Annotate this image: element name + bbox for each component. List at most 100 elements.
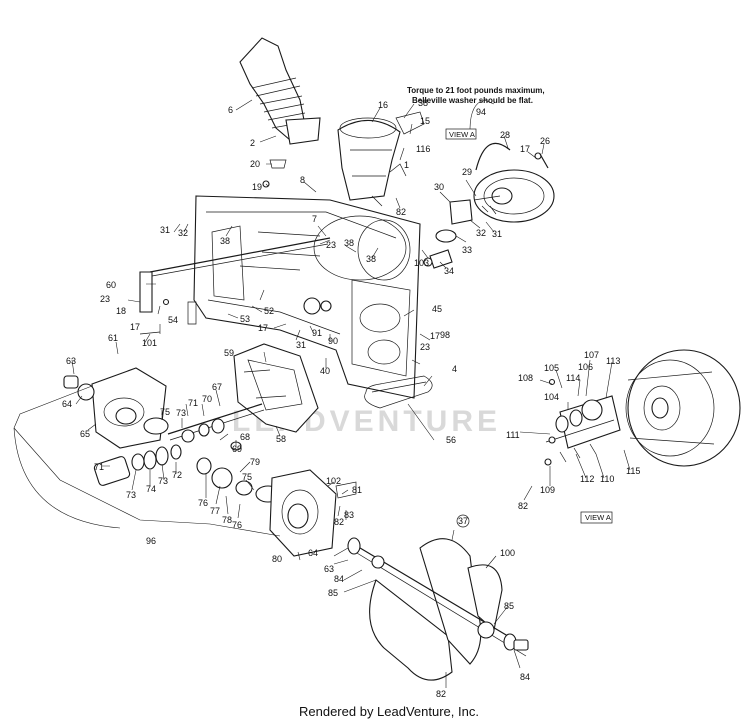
part-label: 4 [452, 364, 457, 374]
part-label: 31 [296, 340, 306, 350]
part-label: 109 [540, 485, 555, 495]
part-label: 58 [276, 434, 286, 444]
view-a-label-top: VIEW A [445, 128, 477, 140]
part-label: 82 [436, 689, 446, 699]
part-label: 94 [476, 107, 486, 117]
part-label: 74 [146, 484, 156, 494]
part-label: 31 [492, 229, 502, 239]
part-label: 45 [432, 304, 442, 314]
part-label: 76 [198, 498, 208, 508]
part-label: 38 [220, 236, 230, 246]
part-label: 70 [202, 394, 212, 404]
part-label: 100 [500, 548, 515, 558]
part-label: 83 [344, 510, 354, 520]
part-label: 73 [126, 490, 136, 500]
part-label: 82 [518, 501, 528, 511]
part-label: 63 [324, 564, 334, 574]
part-label: 71 [94, 462, 104, 472]
leader-lines [71, 99, 631, 688]
part-label: 23 [420, 342, 430, 352]
part-label: 91 [312, 328, 322, 338]
part-label: 34 [444, 266, 454, 276]
discharge-chute [239, 37, 321, 188]
part-label: 96 [146, 536, 156, 546]
part-label: 37 [458, 516, 468, 526]
part-label: 61 [108, 333, 118, 343]
part-label: 101 [142, 338, 157, 348]
part-label: 23 [100, 294, 110, 304]
part-label: 110 [600, 474, 614, 484]
part-label: 17 [430, 331, 440, 341]
part-label: 17 [130, 322, 140, 332]
part-label: 23 [326, 240, 336, 250]
part-label: 28 [500, 130, 510, 140]
part-label: 107 [584, 350, 599, 360]
group-bracket-96 [13, 385, 281, 537]
part-label: 115 [626, 466, 640, 476]
belt-assembly [364, 375, 433, 409]
part-label: 20 [250, 159, 260, 169]
part-label: 26 [540, 136, 550, 146]
part-label: 2 [250, 138, 255, 148]
part-label: 98 [440, 330, 450, 340]
part-label: 85 [328, 588, 338, 598]
part-label: 116 [416, 144, 430, 154]
part-label: 113 [606, 356, 620, 366]
part-label: 108 [518, 373, 533, 383]
part-label: 73 [158, 476, 168, 486]
part-label: 84 [334, 574, 344, 584]
part-label: 31 [160, 225, 170, 235]
support-bracket [139, 237, 331, 335]
part-label: 79 [250, 457, 260, 467]
part-label: 82 [396, 207, 406, 217]
part-label: 38 [366, 254, 376, 264]
pulley-assembly [423, 142, 555, 269]
part-label: 112 [580, 474, 594, 484]
part-label: 15 [420, 116, 430, 126]
part-label: 104 [544, 392, 559, 402]
part-label: 103 [414, 258, 429, 268]
auger-housing [193, 195, 421, 399]
impeller [233, 343, 319, 433]
part-label: 82 [334, 517, 344, 527]
part-label: 80 [272, 554, 282, 564]
auger-shaft-upper [167, 403, 265, 451]
view-a-label-bottom: VIEW A [580, 511, 613, 524]
part-label: 105 [544, 363, 559, 373]
part-label: 76 [232, 520, 242, 530]
part-label: 72 [172, 470, 182, 480]
part-label: 75 [242, 472, 252, 482]
part-label: 30 [434, 182, 444, 192]
part-label: 77 [210, 506, 220, 516]
part-label: 59 [224, 348, 234, 358]
part-label: 81 [352, 485, 362, 495]
part-label: 102 [326, 476, 341, 486]
part-label: 67 [212, 382, 222, 392]
gear-case [269, 469, 357, 557]
part-label: 38 [344, 238, 354, 248]
part-label: 54 [168, 315, 178, 325]
torque-note-line1: Torque to 21 foot pounds maximum, [407, 86, 545, 95]
part-labels: 6 2 20 19 8 16 38 15 116 1 82 94 28 26 1… [62, 98, 640, 699]
view-a-text-top: VIEW A [449, 130, 475, 139]
part-label: 75 [160, 407, 170, 417]
part-label: 64 [308, 548, 318, 558]
view-a-text-bottom: VIEW A [585, 513, 611, 522]
part-label: 33 [462, 245, 472, 255]
part-label: 56 [446, 435, 456, 445]
part-label: 29 [462, 167, 472, 177]
part-label: 17 [520, 144, 530, 154]
part-label: 111 [506, 430, 520, 440]
part-label: 40 [320, 366, 330, 376]
part-label: 69 [232, 444, 242, 454]
part-label: 53 [240, 314, 250, 324]
part-label: 90 [328, 336, 338, 346]
part-label: 84 [520, 672, 530, 682]
part-label: 52 [264, 306, 274, 316]
part-label: 17 [258, 323, 268, 333]
part-label: 16 [378, 100, 388, 110]
part-label: 18 [116, 306, 126, 316]
part-label: 32 [178, 228, 188, 238]
part-label: 19 [252, 182, 262, 192]
